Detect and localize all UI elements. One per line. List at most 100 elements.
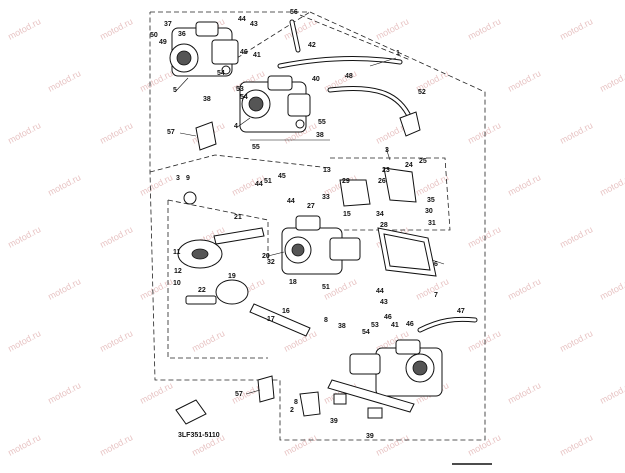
watermark-text: motod.ru [414,172,450,198]
callout-57: 57 [167,129,175,136]
throttle-assembly [183,167,417,207]
callout-5: 5 [173,87,177,94]
bracket-52 [399,111,421,137]
callout-55: 55 [252,144,260,151]
float-chamber-28 [377,227,437,277]
watermark-text: motod.ru [98,16,134,42]
callout-13: 13 [323,167,331,174]
callout-24: 24 [405,162,413,169]
callout-2: 2 [290,407,294,414]
callout-39: 39 [366,433,374,440]
watermark-text: motod.ru [374,16,410,42]
callout-1: 1 [396,50,400,57]
diagram-code: 3LF351-5110 [178,432,220,439]
callout-55: 55 [318,119,326,126]
watermark-text: motod.ru [98,120,134,146]
callout-33: 33 [322,194,330,201]
callout-17: 17 [267,316,275,323]
callout-32: 32 [267,259,275,266]
callout-44: 44 [287,198,295,205]
watermark-text: motod.ru [374,432,410,458]
callout-38: 38 [338,323,346,330]
callout-4: 4 [234,123,238,130]
callout-44: 44 [238,16,246,23]
callout-15: 15 [343,211,351,218]
watermark-text: motod.ru [598,172,625,198]
watermark-text: motod.ru [506,276,542,302]
callout-7: 7 [434,292,438,299]
callout-27: 27 [307,203,315,210]
watermark-text: motod.ru [6,224,42,250]
vent-hose-57 [195,121,275,403]
callout-10: 10 [173,280,181,287]
callout-51: 51 [322,284,330,291]
watermark-text: motod.ru [506,380,542,406]
watermark-text: motod.ru [138,380,174,406]
callout-44: 44 [376,288,384,295]
callout-23: 23 [382,167,390,174]
callout-labels: 1233456788910111213151617181920212223242… [150,9,465,440]
carburetor-center [281,215,361,275]
watermark-text: motod.ru [558,16,594,42]
callout-8: 8 [294,399,298,406]
callout-9: 9 [186,175,190,182]
callout-50: 50 [150,32,158,39]
callout-48: 48 [345,73,353,80]
choke-linkage-16 [249,303,311,337]
watermark-text: motod.ru [6,120,42,146]
watermark-text: motod.ru [6,328,42,354]
watermark-text: motod.ru [6,16,42,42]
callout-53: 53 [236,86,244,93]
callout-39: 39 [330,418,338,425]
callout-43: 43 [250,21,258,28]
watermark-text: motod.ru [98,328,134,354]
watermark-text: motod.ru [414,276,450,302]
callout-41: 41 [391,322,399,329]
callout-36: 36 [178,31,186,38]
callout-16: 16 [282,308,290,315]
callout-38: 38 [316,132,324,139]
callout-35: 35 [427,197,435,204]
callout-12: 12 [174,268,182,275]
callout-28: 28 [380,222,388,229]
callout-53: 53 [371,322,379,329]
watermark-text: motod.ru [138,276,174,302]
callout-46: 46 [240,49,248,56]
watermark-text: motod.ru [190,328,226,354]
watermark-text: motod.ru [506,68,542,94]
callout-56: 56 [290,9,298,16]
callout-11: 11 [173,249,181,256]
callout-25: 25 [419,158,427,165]
callout-43: 43 [380,299,388,306]
callout-40: 40 [312,76,320,83]
watermark-text: motod.ru [598,68,625,94]
callout-46: 46 [384,314,392,321]
callout-20: 20 [262,253,270,260]
callout-54: 54 [240,94,248,101]
callout-49: 49 [159,39,167,46]
watermark-text: motod.ru [46,276,82,302]
watermark-text: motod.ru [598,276,625,302]
callout-26: 26 [378,178,386,185]
watermark-text: motod.ru [466,224,502,250]
watermark-text: motod.ru [506,172,542,198]
watermark-text: motod.ru [598,380,625,406]
callout-47: 47 [457,308,465,315]
watermark-text: motod.ru [466,328,502,354]
callout-18: 18 [289,279,297,286]
callout-30: 30 [425,208,433,215]
throttle-linkage-bottom [299,379,415,419]
watermark-text: motod.ru [46,68,82,94]
callout-6: 6 [434,261,438,268]
carburetor-lower-right [349,339,443,397]
leader-lines [174,57,445,395]
watermark-text: motod.ru [98,432,134,458]
callout-42: 42 [308,42,316,49]
callout-37: 37 [164,21,172,28]
watermark-text: motod.ru [558,432,594,458]
watermark-text: motod.ru [282,432,318,458]
callout-45: 45 [278,173,286,180]
callout-54: 54 [362,329,370,336]
